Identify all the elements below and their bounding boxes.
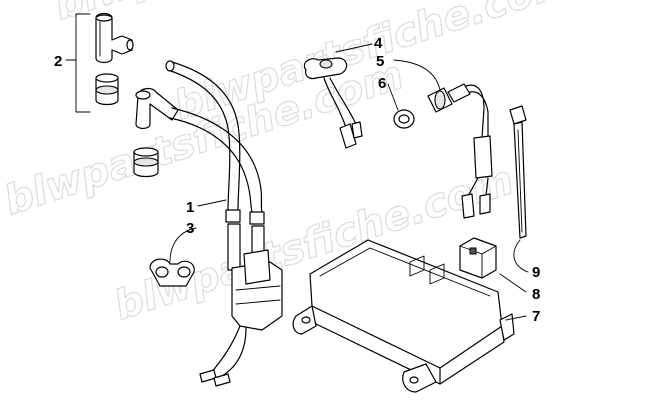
callout-3: 3: [186, 220, 194, 237]
wire-clip: [149, 258, 195, 287]
watermark-layer: blwpartsfiche.com blwpartsfiche.com blwp…: [0, 0, 580, 330]
callout-2: 2: [54, 53, 62, 70]
ignition-coil-wires: [199, 325, 247, 387]
spark-plug-cap-lower: [135, 87, 179, 130]
spark-plug-boot-lower: [133, 147, 159, 178]
spark-plug-boot-upper: [95, 73, 119, 106]
connector-cover: [459, 237, 497, 279]
ignition-coil-body: [231, 249, 283, 331]
spark-plug-cap-upper: [95, 12, 134, 64]
ignition-coil-leads: [165, 60, 265, 271]
leader-lines: [65, 13, 529, 321]
callout-9: 9: [532, 264, 540, 281]
cdi-control-box: [292, 239, 515, 393]
callout-labels: 1 2 3 4 5 6 7 8 9: [54, 35, 540, 325]
temperature-sensor: [303, 57, 363, 149]
callout-1: 1: [186, 199, 194, 216]
callout-7: 7: [532, 308, 540, 325]
callout-6: 6: [378, 75, 386, 92]
callout-5: 5: [376, 53, 384, 70]
callout-4: 4: [374, 35, 383, 52]
harness-sensor: [427, 83, 493, 219]
sealing-washer: [393, 109, 415, 129]
cable-tie: [509, 105, 527, 239]
callout-8: 8: [532, 286, 540, 303]
